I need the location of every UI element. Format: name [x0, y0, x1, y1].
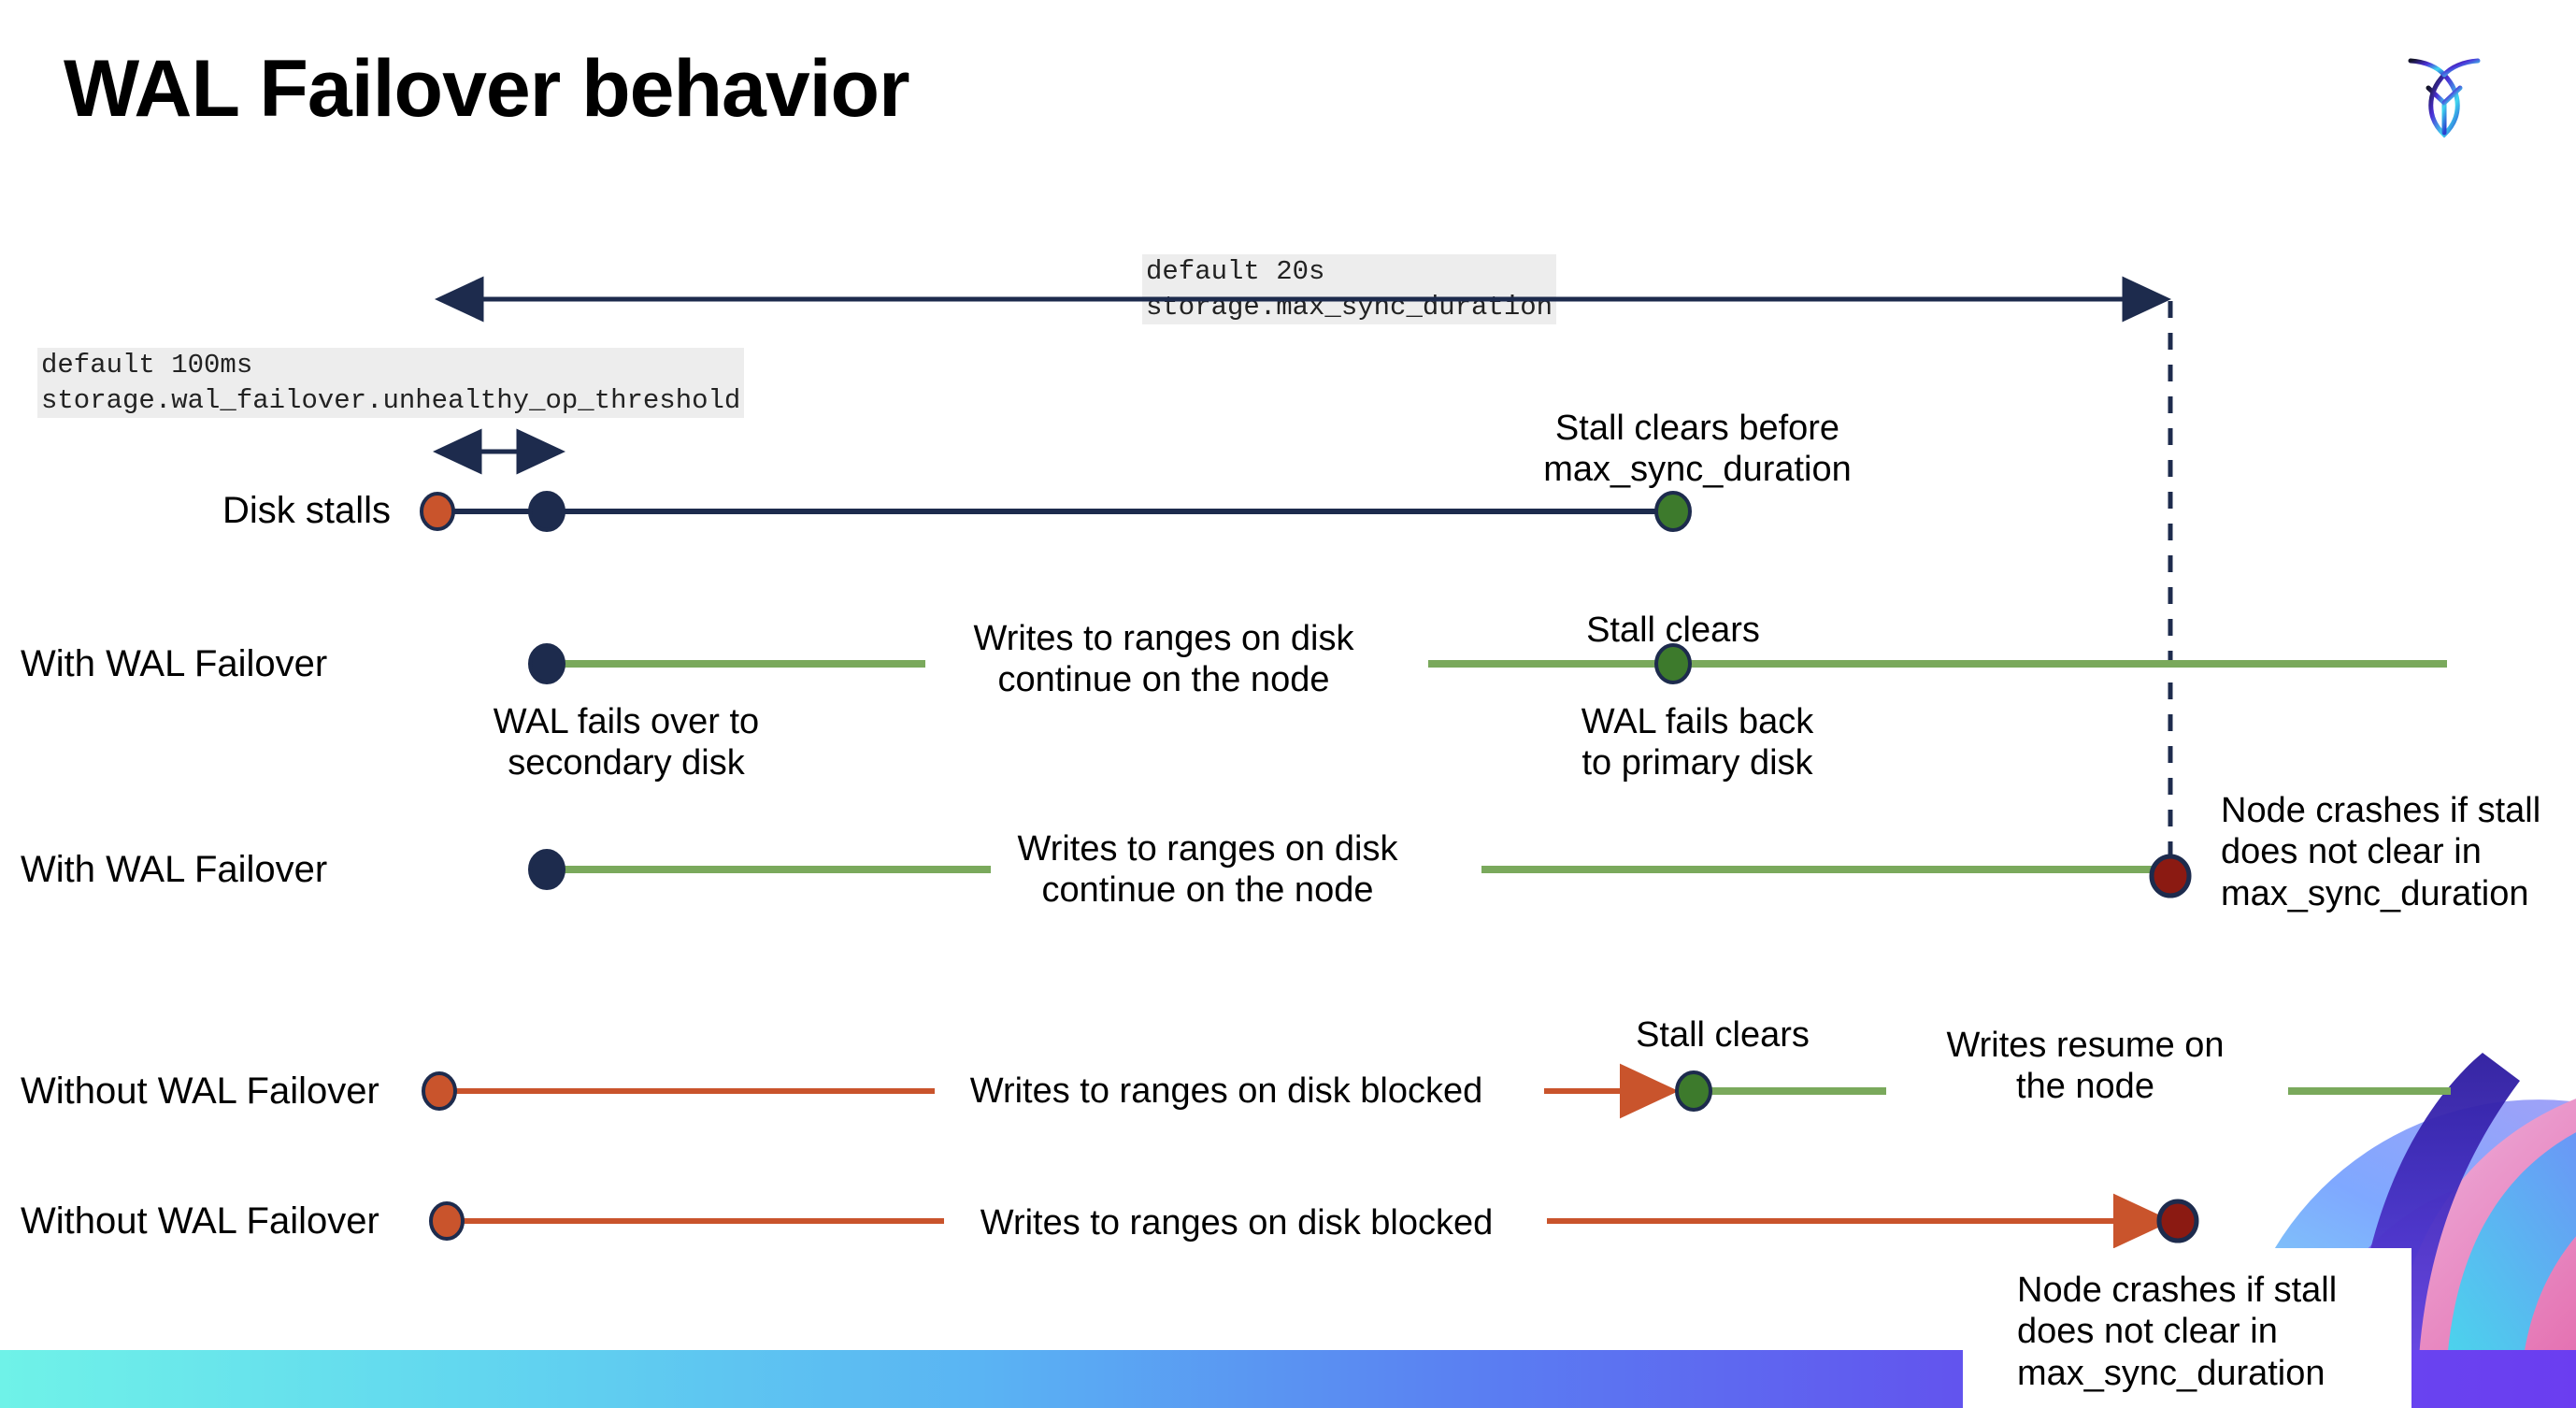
annotation-max-sync-line1: default 20s — [1146, 256, 1325, 287]
note-stall-clears-row2: Stall clears — [1586, 611, 1760, 650]
row-label-disk-stalls: Disk stalls — [222, 490, 392, 531]
dot-stall-start-row5 — [429, 1201, 465, 1241]
note-writes-blocked-row5: Writes to ranges on disk blocked — [980, 1203, 1494, 1243]
annotation-unhealthy-line1: default 100ms — [41, 350, 253, 381]
note-node-crashes-row3: Node crashes if stall does not clear in … — [2221, 791, 2541, 913]
note-writes-continue-row3: Writes to ranges on disk continue on the… — [1017, 829, 1398, 911]
row-with-wal-failover-1-timeline — [528, 643, 2447, 684]
dot-unhealthy-threshold — [528, 491, 565, 532]
callout-node-crashes-row5 — [1963, 1248, 2411, 1408]
dot-wal-fails-over-2 — [528, 849, 565, 890]
row-disk-stalls-timeline — [420, 491, 1692, 532]
annotation-max-sync-duration: default 20s storage.max_sync_duration — [1142, 254, 1557, 325]
note-writes-continue-row2: Writes to ranges on disk continue on the… — [973, 619, 1354, 700]
note-stall-clears-row4: Stall clears — [1636, 1015, 1810, 1055]
note-wal-fails-over-secondary: WAL fails over to secondary disk — [493, 702, 760, 783]
note-wal-fails-back-primary: WAL fails back to primary disk — [1581, 702, 1814, 783]
annotation-unhealthy-op-threshold: default 100ms storage.wal_failover.unhea… — [37, 348, 745, 419]
dot-node-crash-row5 — [2156, 1199, 2199, 1243]
dot-stall-start — [420, 492, 455, 531]
dot-stall-clears-row4 — [1675, 1070, 1712, 1112]
note-writes-resume: Writes resume on the node — [1946, 1026, 2225, 1107]
dot-stall-start-row4 — [422, 1071, 457, 1111]
annotation-unhealthy-line2: storage.wal_failover.unhealthy_op_thresh… — [41, 384, 741, 416]
note-stall-clears-before-max-sync: Stall clears before max_sync_duration — [1543, 409, 1852, 490]
row-label-without-wal-failover-1: Without WAL Failover — [21, 1070, 379, 1112]
page-title: WAL Failover behavior — [64, 44, 910, 134]
row-label-with-wal-failover-1: With WAL Failover — [21, 643, 328, 684]
note-writes-blocked-row4: Writes to ranges on disk blocked — [969, 1071, 1483, 1111]
note-node-crashes-row5: Node crashes if stall does not clear in … — [2017, 1271, 2338, 1393]
dot-stall-clears — [1654, 491, 1692, 532]
row-label-with-wal-failover-2: With WAL Failover — [21, 849, 328, 890]
cockroachdb-logo-icon — [2385, 36, 2503, 153]
dot-wal-fails-over — [528, 643, 565, 684]
dot-node-crash — [2149, 854, 2192, 898]
annotation-max-sync-line2: storage.max_sync_duration — [1146, 291, 1553, 323]
row-label-without-wal-failover-2: Without WAL Failover — [21, 1200, 379, 1242]
